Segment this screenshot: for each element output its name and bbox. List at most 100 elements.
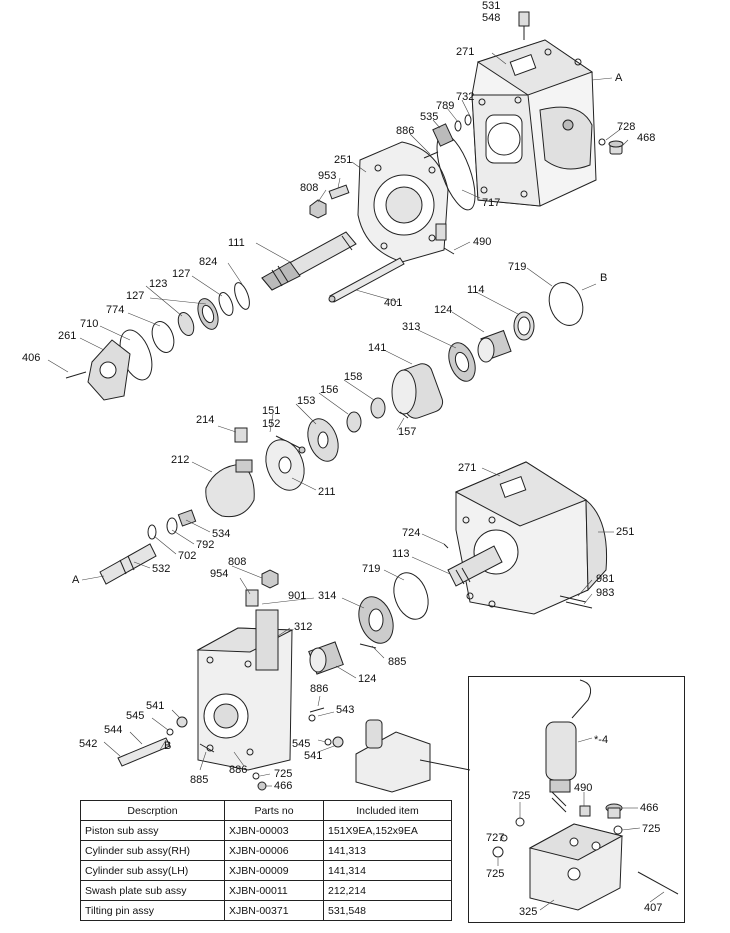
plug-490-detail [579,805,591,817]
o-ring-719-upper [548,282,584,326]
cell-included-item: 141,313 [323,840,452,861]
label-A-upper: A [615,72,623,84]
cell-description: Swash plate sub assy [80,880,225,901]
label-725-detail-right: 725 [642,823,661,835]
label-789: 789 [436,100,455,112]
label-111: 111 [228,237,245,249]
label-532: 532 [152,563,171,575]
label-153: 153 [297,395,316,407]
cell-included-item: 141,314 [323,860,452,881]
parts-table: Descrption Parts no Included item Piston… [80,800,452,921]
label-885-lower: 885 [190,774,209,786]
label-953: 953 [318,170,337,182]
cover-261 [87,339,131,401]
label-123: 123 [149,278,168,290]
regulator-block [355,719,471,793]
cell-description: Cylinder sub assy(LH) [80,860,225,881]
label-325: 325 [519,906,538,918]
label-545-left: 545 [126,710,145,722]
label-468: 468 [637,132,656,144]
label-271-lower: 271 [458,462,477,474]
cell-description: Tilting pin assy [80,900,225,921]
label-B-lower: B [164,740,172,752]
label-124-lower: 124 [358,673,377,685]
label-808-lower: 808 [228,556,247,568]
label-141: 141 [368,342,387,354]
tilting-pin-531 [518,11,530,40]
bush-534 [177,509,197,527]
label-717: 717 [482,197,501,209]
label-127-a: 127 [172,268,191,280]
label-313: 313 [402,321,421,333]
ring-127b [177,311,195,337]
label-725-detail-top: 725 [512,790,531,802]
plug-490-upper [443,247,455,255]
label-124-upper: 124 [434,304,453,316]
label-157: 157 [398,426,417,438]
cylinder-block-141 [391,363,444,419]
label-727: 727 [486,832,505,844]
label-886-upper: 886 [396,125,415,137]
label-545-right: 545 [292,738,311,750]
label-152: 152 [262,418,281,430]
label-548: 548 [482,12,501,24]
plate-312 [255,609,279,671]
label-541-left: 541 [146,700,165,712]
cell-parts-no: XJBN-00371 [224,900,324,921]
cell-included-item: 531,548 [323,900,452,921]
ring-127a [218,292,234,316]
table-row: Cylinder sub assy(RH) XJBN-00006 141,313 [80,840,452,861]
pin-886-upper [423,151,439,159]
label-251-upper: 251 [334,154,353,166]
label-127-b: 127 [126,290,145,302]
label-824: 824 [199,256,218,268]
o-ring-725-detail-a [515,817,525,827]
header-parts-no: Parts no [224,800,324,821]
valve-body-325 [528,823,624,911]
table-row: Piston sub assy XJBN-00003 151X9EA,152x9… [80,820,452,841]
tilting-pin-532 [99,543,157,585]
table-row: Tilting pin assy XJBN-00371 531,548 [80,900,452,921]
cell-parts-no: XJBN-00006 [224,840,324,861]
casing-271-lower [454,461,608,615]
shoe-plate-211 [265,439,305,491]
label-954: 954 [210,568,229,580]
label-B-upper: B [600,272,608,284]
plug-543 [308,714,316,722]
label-466-detail: 466 [640,802,659,814]
spool-544 [117,737,171,767]
plug-466-detail [605,803,623,819]
label-251-lower: 251 [616,526,635,538]
pin-885-lower [199,743,215,753]
pin-157 [399,411,409,419]
label-542: 542 [79,738,98,750]
label-719-upper: 719 [508,261,527,273]
drive-shaft-111 [261,231,357,291]
cell-parts-no: XJBN-00003 [224,820,324,841]
label-156: 156 [320,384,339,396]
valve-plate-251-upper [357,141,449,263]
needle-bearing-124-lower [308,641,344,675]
label-719-lower: 719 [362,563,381,575]
label-886-lower: 886 [229,764,248,776]
screw-953 [309,184,350,219]
support-214 [234,427,248,443]
label-214: 214 [196,414,215,426]
label-702: 702 [178,550,197,562]
label-466-lower: 466 [274,780,293,792]
label-A-lower: A [72,574,80,586]
label-710: 710 [80,318,99,330]
shaft-113 [447,545,503,587]
o-ring-719-lower [393,572,429,620]
leader-lines [47,52,665,911]
label-725-detail-left: 725 [486,868,505,880]
seal-774 [151,321,175,353]
label-490-upper: 490 [473,236,492,248]
snap-ring-824 [234,282,250,310]
label-792: 792 [196,539,215,551]
bolt-407 [637,871,679,895]
header-description: Descrption [80,800,225,821]
plug-466-lower [257,781,267,791]
piston-535 [432,114,472,147]
